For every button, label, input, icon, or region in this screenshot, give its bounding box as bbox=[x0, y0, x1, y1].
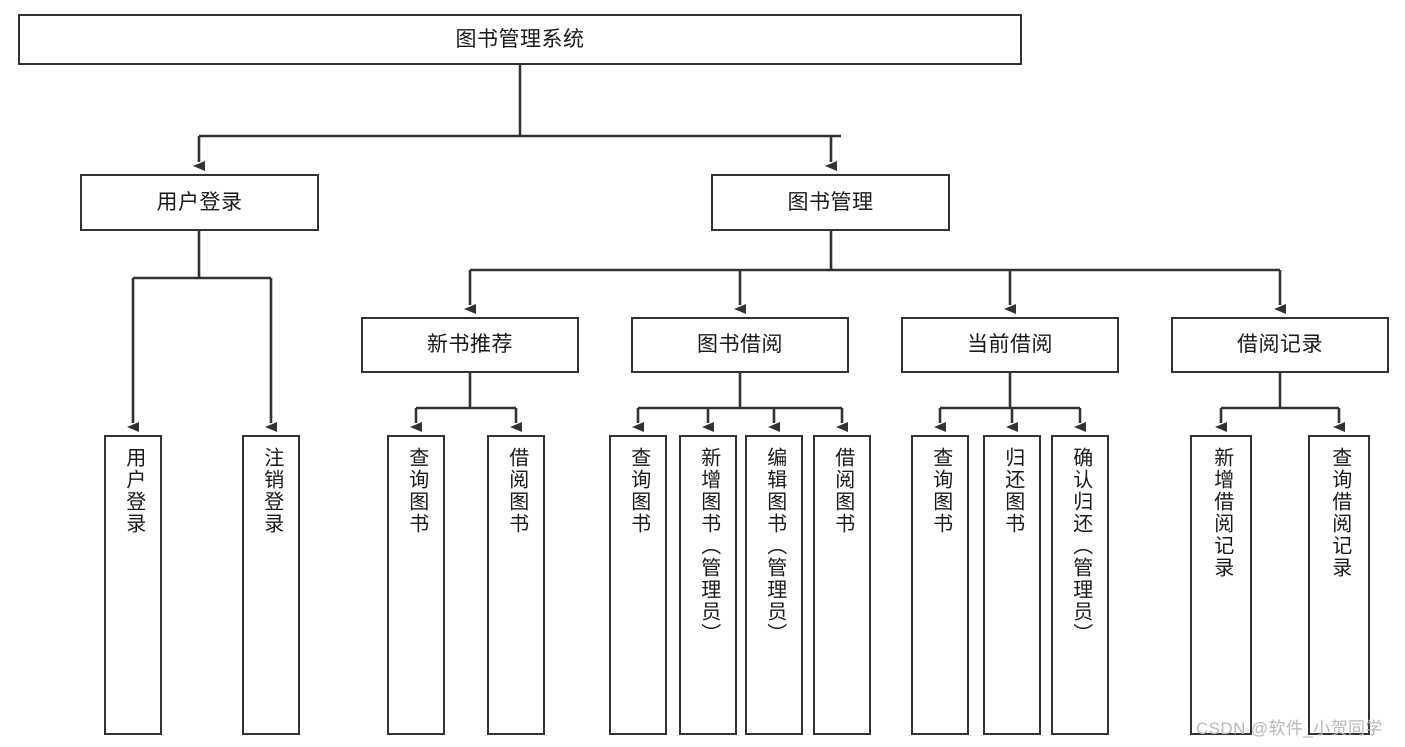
leaf-query-book-newbook[interactable]: 查询图书 bbox=[387, 435, 445, 735]
node-book-management[interactable]: 图书管理 bbox=[711, 174, 950, 231]
leaf-query-borrow-record-label: 查询借阅记录 bbox=[1328, 447, 1351, 579]
leaf-add-book-admin-label: 新增图书（管理员） bbox=[697, 447, 720, 645]
leaf-add-borrow-record-label: 新增借阅记录 bbox=[1210, 447, 1233, 579]
node-borrow-record-label: 借阅记录 bbox=[1237, 333, 1323, 357]
leaf-query-borrow-record[interactable]: 查询借阅记录 bbox=[1308, 435, 1370, 735]
leaf-query-book-current[interactable]: 查询图书 bbox=[911, 435, 969, 735]
leaf-edit-book-admin[interactable]: 编辑图书（管理员） bbox=[745, 435, 803, 735]
node-current-borrow-label: 当前借阅 bbox=[967, 333, 1053, 357]
leaf-query-book-current-label: 查询图书 bbox=[929, 447, 952, 535]
node-root-label: 图书管理系统 bbox=[455, 27, 585, 51]
leaf-return-book[interactable]: 归还图书 bbox=[983, 435, 1041, 735]
node-book-borrow-label: 图书借阅 bbox=[697, 333, 783, 357]
leaf-query-book-newbook-label: 查询图书 bbox=[405, 447, 428, 535]
node-user-login[interactable]: 用户登录 bbox=[80, 174, 319, 231]
csdn-watermark: CSDN @软件_小贺同学 bbox=[1196, 719, 1383, 738]
node-user-login-label: 用户登录 bbox=[156, 190, 243, 214]
leaf-add-book-admin[interactable]: 新增图书（管理员） bbox=[679, 435, 737, 735]
node-root[interactable]: 图书管理系统 bbox=[18, 14, 1022, 65]
leaf-borrow-book-label: 借阅图书 bbox=[831, 447, 854, 535]
leaf-edit-book-admin-label: 编辑图书（管理员） bbox=[763, 447, 786, 645]
leaf-query-book-borrow-label: 查询图书 bbox=[627, 447, 650, 535]
leaf-return-book-label: 归还图书 bbox=[1001, 447, 1024, 535]
leaf-user-login-label: 用户登录 bbox=[122, 447, 145, 535]
leaf-confirm-return-admin-label: 确认归还（管理员） bbox=[1069, 447, 1092, 645]
leaf-add-borrow-record[interactable]: 新增借阅记录 bbox=[1190, 435, 1252, 735]
node-book-management-label: 图书管理 bbox=[787, 190, 874, 214]
node-current-borrow[interactable]: 当前借阅 bbox=[901, 317, 1119, 373]
leaf-logout[interactable]: 注销登录 bbox=[242, 435, 300, 735]
leaf-borrow-book[interactable]: 借阅图书 bbox=[813, 435, 871, 735]
node-borrow-record[interactable]: 借阅记录 bbox=[1171, 317, 1389, 373]
leaf-logout-label: 注销登录 bbox=[260, 447, 283, 535]
leaf-query-book-borrow[interactable]: 查询图书 bbox=[609, 435, 667, 735]
leaf-confirm-return-admin[interactable]: 确认归还（管理员） bbox=[1051, 435, 1109, 735]
leaf-borrow-book-newbook-label: 借阅图书 bbox=[505, 447, 528, 535]
node-new-book-recommend-label: 新书推荐 bbox=[427, 333, 513, 357]
leaf-borrow-book-newbook[interactable]: 借阅图书 bbox=[487, 435, 545, 735]
node-book-borrow[interactable]: 图书借阅 bbox=[631, 317, 849, 373]
node-new-book-recommend[interactable]: 新书推荐 bbox=[361, 317, 579, 373]
leaf-user-login[interactable]: 用户登录 bbox=[104, 435, 162, 735]
